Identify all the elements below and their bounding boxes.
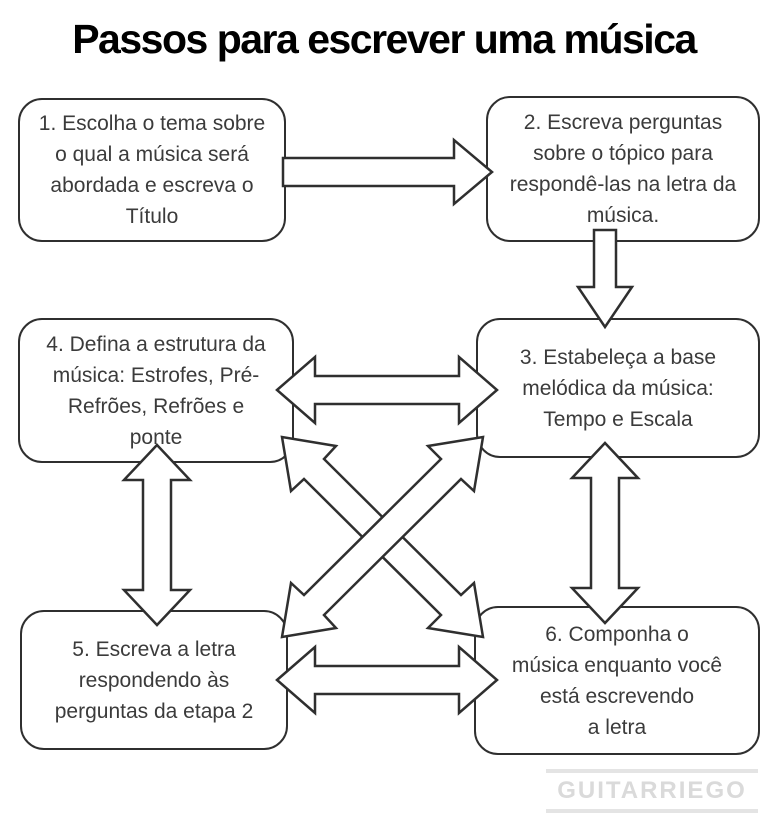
flowchart-box-step-1: 1. Escolha o tema sobre o qual a música … bbox=[18, 98, 286, 242]
step-1-text: 1. Escolha o tema sobre o qual a música … bbox=[38, 112, 266, 228]
flowchart-box-step-6: 6. Componha o música enquanto você está … bbox=[474, 606, 760, 755]
step-2-text: 2. Escreva perguntas sobre o tópico para… bbox=[509, 111, 737, 227]
flowchart-box-step-4: 4. Defina a estrutura da música: Estrofe… bbox=[18, 318, 294, 463]
step-4-text: 4. Defina a estrutura da música: Estrofe… bbox=[46, 332, 266, 449]
arrow-step4-step3-icon bbox=[275, 354, 499, 426]
arrow-diagonal-step4-step6-icon bbox=[280, 435, 485, 639]
arrow-diagonal-step3-step5-icon bbox=[280, 435, 485, 639]
watermark-text: GUITARRIEGO bbox=[557, 777, 747, 804]
flowchart-box-step-2: 2. Escreva perguntas sobre o tópico para… bbox=[486, 96, 760, 242]
step-6-text: 6. Componha o música enquanto você está … bbox=[511, 622, 723, 739]
page-title: Passos para escrever uma música bbox=[72, 16, 697, 62]
step-3-text: 3. Estabeleça a base melódica da música:… bbox=[519, 345, 717, 431]
watermark-top-bar bbox=[546, 769, 758, 773]
arrow-step1-to-step2-icon bbox=[281, 137, 494, 207]
watermark-bottom-bar bbox=[546, 809, 758, 813]
watermark: GUITARRIEGO bbox=[546, 767, 758, 815]
flowchart-box-step-5: 5. Escreva a letra respondendo às pergun… bbox=[20, 610, 288, 750]
arrow-step4-step5-icon bbox=[121, 443, 193, 627]
flowchart-box-step-3: 3. Estabeleça a base melódica da música:… bbox=[476, 318, 760, 458]
arrow-step2-to-step3-icon bbox=[575, 228, 635, 330]
arrow-step5-step6-icon bbox=[275, 644, 499, 716]
step-5-text: 5. Escreva a letra respondendo às pergun… bbox=[54, 637, 254, 723]
arrow-step3-step6-icon bbox=[569, 441, 641, 625]
